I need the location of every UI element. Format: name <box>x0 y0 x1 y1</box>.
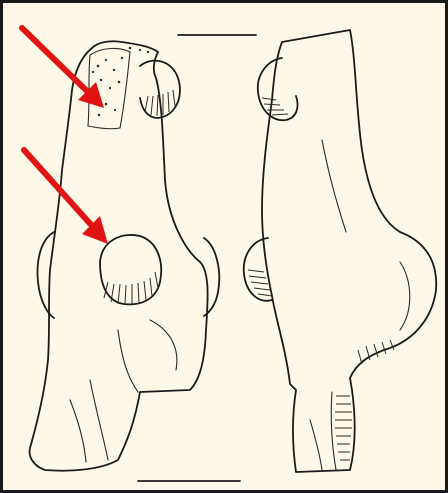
right-bone-view <box>244 30 436 472</box>
left-side-bulge <box>38 232 54 318</box>
right-contour-line-1 <box>322 140 346 232</box>
left-contour-line-1 <box>118 330 138 392</box>
left-bone-view <box>30 41 220 470</box>
right-bulge-inner-line <box>400 262 410 330</box>
left-contour-line-4 <box>70 400 86 462</box>
right-contour-line-2 <box>310 420 322 470</box>
right-stem-hatching <box>335 396 352 460</box>
left-contour-line-2 <box>150 320 177 370</box>
right-top-knob <box>258 58 298 120</box>
right-stem-left-edge <box>331 392 336 470</box>
arrow-1 <box>22 28 104 108</box>
left-contour-line-3 <box>90 380 108 460</box>
right-bone-outline <box>262 30 436 472</box>
left-bone-outline <box>30 41 208 470</box>
arrow-2 <box>24 150 108 244</box>
